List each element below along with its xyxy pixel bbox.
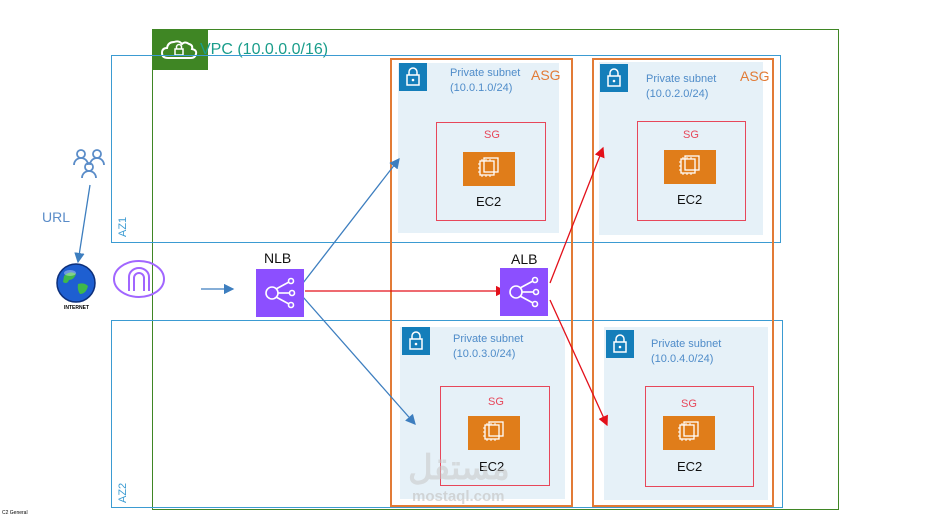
sg-3-label: SG	[488, 396, 504, 408]
subnet-4-cidr: (10.0.4.0/24)	[651, 353, 714, 365]
private-subnet-lock-icon	[606, 330, 634, 358]
subnet-4-title: Private subnet	[651, 338, 722, 350]
ec2-1-label: EC2	[476, 194, 502, 209]
vpc-label: VPC (10.0.0.0/16)	[200, 41, 329, 58]
az1-boundary	[111, 55, 781, 243]
asg-2-boundary	[592, 58, 774, 507]
internet-label: INTERNET	[64, 305, 89, 311]
subnet-2-title: Private subnet	[646, 73, 717, 85]
nlb-to-az1-arrow	[302, 157, 400, 284]
ec2-instance-icon	[663, 416, 715, 450]
watermark-domain: mostaql.com	[412, 488, 505, 505]
nlb-icon	[256, 269, 304, 317]
alb-to-az2-arrow	[549, 299, 608, 427]
ec2-4-label: EC2	[677, 459, 703, 474]
nlb-label: NLB	[264, 250, 292, 266]
asg-1-label: ASG	[531, 67, 561, 83]
private-subnet-lock-icon	[600, 64, 628, 92]
alb-to-az1-arrow	[549, 146, 605, 284]
vpc-boundary	[152, 29, 839, 510]
ec2-instance-icon	[664, 150, 716, 184]
subnet-1	[398, 63, 559, 233]
watermark-logo: مستقل	[408, 449, 510, 487]
asg-2-label: ASG	[740, 68, 770, 84]
sg-1-label: SG	[484, 129, 500, 141]
alb-icon	[500, 268, 548, 316]
users-icon	[72, 147, 106, 183]
nlb-to-az2-arrow	[302, 296, 416, 425]
asg-1-boundary	[390, 58, 573, 507]
url-request-arrow	[74, 184, 91, 264]
subnet-3-cidr: (10.0.3.0/24)	[453, 348, 516, 360]
vpc-cloud-icon	[152, 29, 208, 70]
alb-label: ALB	[511, 251, 538, 267]
ec2-instance-icon	[463, 152, 515, 186]
subnet-3	[400, 327, 565, 499]
classification-label: C2 General	[2, 510, 28, 516]
subnet-2-cidr: (10.0.2.0/24)	[646, 88, 709, 100]
subnet-1-title: Private subnet	[450, 67, 521, 79]
subnet-1-cidr: (10.0.1.0/24)	[450, 82, 513, 94]
sg-2-label: SG	[683, 129, 699, 141]
ec2-instance-icon	[468, 416, 520, 450]
subnet-3-title: Private subnet	[453, 333, 524, 345]
internet-globe-icon	[55, 262, 97, 304]
ec2-2-label: EC2	[677, 192, 703, 207]
internet-gateway-icon	[112, 259, 166, 299]
security-group-1	[436, 122, 546, 221]
private-subnet-lock-icon	[399, 63, 427, 91]
ec2-3-label: EC2	[479, 459, 505, 474]
url-label: URL	[42, 209, 71, 225]
az2-boundary	[111, 320, 783, 508]
security-group-3	[440, 386, 550, 486]
security-group-4	[645, 386, 754, 487]
sg-4-label: SG	[681, 398, 697, 410]
security-group-2	[637, 121, 746, 221]
private-subnet-lock-icon	[402, 327, 430, 355]
